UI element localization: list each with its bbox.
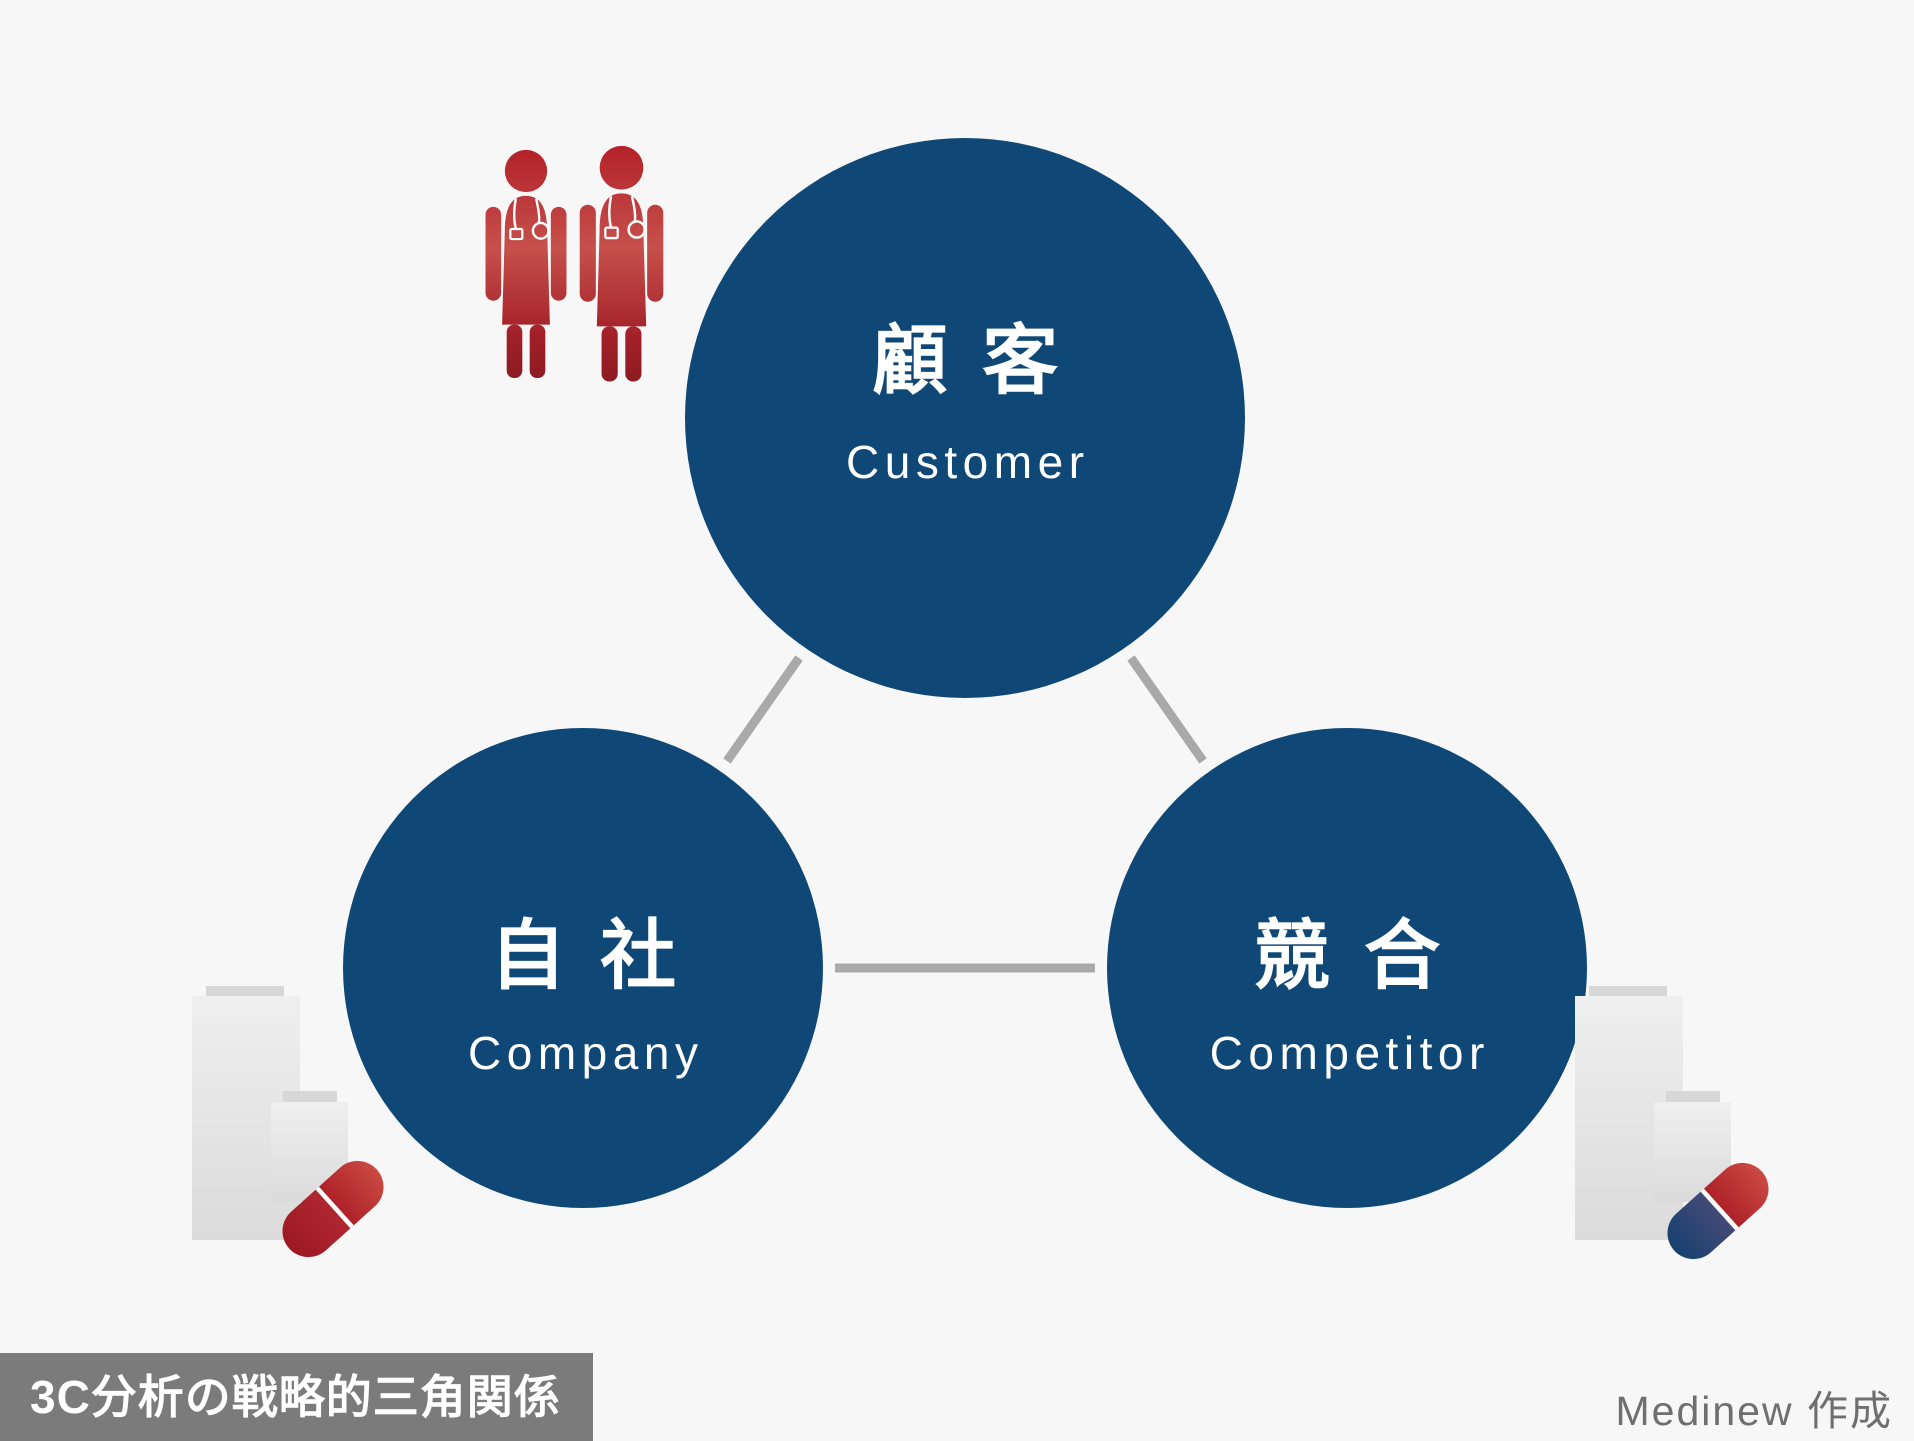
competitor-circle: 競合 Competitor	[1107, 728, 1587, 1208]
credit-text: Medinew 作成	[1615, 1388, 1893, 1434]
doctor-figure-icon	[484, 144, 665, 383]
connector-customer-competitor	[1127, 655, 1207, 764]
caption-bar: 3C分析の戦略的三角関係	[0, 1353, 593, 1441]
customer-label-jp: 顧客	[871, 319, 1093, 404]
connector-customer-company	[723, 655, 803, 764]
capsule-pill-icon-right	[1667, 1162, 1769, 1260]
customer-label-en: Customer	[845, 436, 1090, 488]
company-circle: 自社 Company	[343, 728, 823, 1208]
caption-text: 3C分析の戦略的三角関係	[30, 1371, 561, 1423]
customer-circle: 顧客 Customer	[685, 138, 1245, 698]
competitor-label-en: Competitor	[1209, 1027, 1490, 1079]
competitor-label-jp: 競合	[1253, 914, 1475, 999]
company-label-jp: 自社	[489, 914, 711, 999]
capsule-pill-icon-left	[282, 1160, 384, 1258]
company-label-en: Company	[468, 1027, 704, 1079]
